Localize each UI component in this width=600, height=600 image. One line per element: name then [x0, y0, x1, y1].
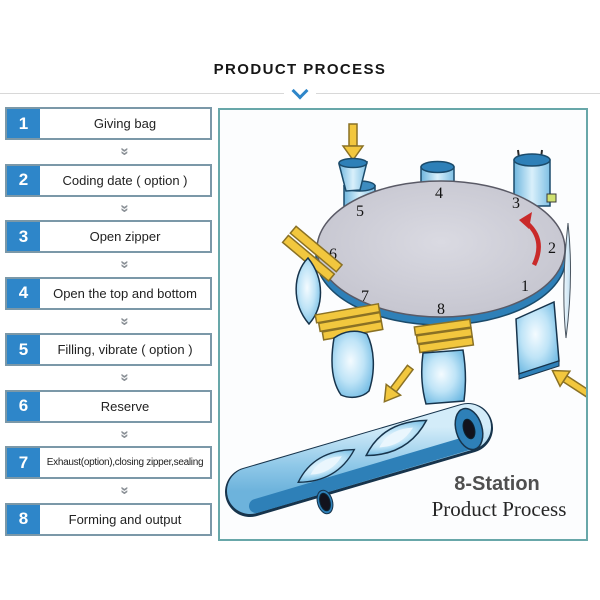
bag [331, 330, 375, 399]
step-label: Forming and output [68, 511, 182, 527]
drop-arrow-icon [341, 123, 365, 162]
rotary-table [315, 180, 567, 326]
double-chevron-down-icon: » [116, 430, 134, 439]
flat-bag-edge [518, 360, 560, 380]
step-label: Open zipper [89, 229, 161, 244]
double-chevron-down-icon: » [116, 317, 134, 326]
step-number: 5 [7, 335, 40, 364]
chevron-down-icon [284, 82, 316, 101]
step-row: 8 Forming and output [5, 502, 212, 536]
step-label: Coding date ( option ) [62, 172, 188, 188]
process-diagram: 1 2 3 4 5 6 7 8 [225, 123, 586, 521]
station-number: 2 [548, 240, 556, 257]
step-number: 1 [7, 109, 40, 138]
double-chevron-down-icon: » [116, 147, 134, 156]
step-label: Giving bag [93, 116, 157, 131]
step-label: Reserve [100, 398, 150, 414]
feed-arrow-icon [551, 369, 586, 398]
station-number: 6 [329, 246, 337, 263]
rotation-arrow-icon [519, 212, 541, 266]
step-row: 1 Giving bag [5, 107, 212, 140]
step-number: 4 [7, 278, 40, 308]
caption-line1: 8-Station [454, 473, 540, 495]
double-chevron-down-icon: » [116, 373, 134, 382]
sealing-bars [413, 318, 475, 354]
step-row: 4 Open the top and bottom [5, 276, 212, 310]
double-chevron-down-icon: » [116, 260, 134, 269]
step-row: 3 Open zipper [5, 220, 212, 253]
step-row: 2 Coding date ( option ) [5, 163, 212, 197]
bag [295, 256, 322, 326]
step-number: 2 [7, 165, 40, 195]
step-label: Exhaust(option),closing zipper,sealing [46, 457, 204, 468]
station-number: 5 [356, 203, 364, 220]
output-arrow-icon [383, 364, 415, 403]
caption-line2: Product Process [432, 497, 567, 521]
step-number: 7 [7, 448, 40, 477]
conveyor-roller [316, 489, 334, 515]
station-number: 4 [435, 185, 443, 202]
bag [421, 349, 467, 405]
step-number: 8 [7, 504, 40, 534]
process-diagram-panel: 1 2 3 4 5 6 7 8 [218, 108, 588, 541]
double-chevron-down-icon: » [116, 204, 134, 213]
page-title: PRODUCT PROCESS [213, 61, 387, 78]
step-row: 6 Reserve [5, 389, 212, 423]
conveyor-bag [364, 419, 428, 457]
step-number: 3 [7, 222, 40, 251]
process-steps: 1 Giving bag » 2 Coding date ( option ) … [5, 107, 212, 536]
station-number: 8 [437, 301, 445, 318]
bag-blade [563, 222, 571, 339]
step-row: 7 Exhaust(option),closing zipper,sealing [5, 446, 212, 479]
sensor-box [546, 193, 557, 203]
double-chevron-down-icon: » [116, 486, 134, 495]
conveyor-roller [454, 407, 484, 451]
step-label: Open the top and bottom [53, 285, 197, 301]
station-number: 7 [361, 288, 369, 305]
station-number: 3 [512, 195, 520, 212]
station-number: 1 [521, 278, 529, 295]
step-label: Filling, vibrate ( option ) [57, 342, 193, 357]
conveyor-bag [297, 448, 356, 483]
step-number: 6 [7, 391, 40, 421]
conveyor-belt [225, 403, 493, 517]
step-row: 5 Filling, vibrate ( option ) [5, 333, 212, 366]
